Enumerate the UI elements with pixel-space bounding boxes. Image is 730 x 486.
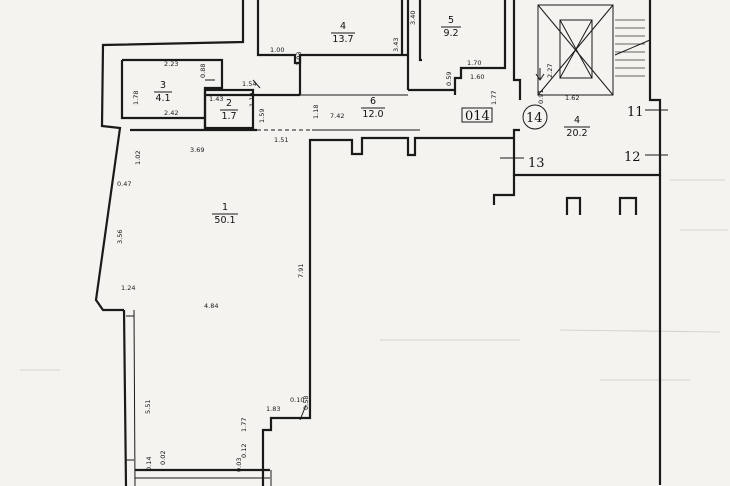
dimension-label: 1.00 <box>270 46 284 54</box>
dimension-label: 2.27 <box>546 64 554 78</box>
dimension-label: 1.51 <box>274 136 288 144</box>
dimension-label: 3.40 <box>409 11 417 25</box>
dimension-label: 1.60 <box>470 73 484 81</box>
room-4-number: 4 <box>340 21 346 32</box>
dimension-label: 2.42 <box>164 109 178 117</box>
marker-13: 13 <box>528 156 545 171</box>
walls <box>94 0 668 486</box>
dimension-label: 4.84 <box>204 302 218 310</box>
room-stair-number: 4 <box>574 115 580 126</box>
room-3-area: 4.1 <box>155 93 170 104</box>
room-6: 6 12.0 <box>361 96 385 120</box>
dimension-labels: 1.00 1.03 3.43 3.40 1.70 0.59 1.60 2.23 … <box>116 11 579 472</box>
room-2-number: 2 <box>226 98 232 109</box>
dimension-label: 5.51 <box>144 400 152 414</box>
tag-014: 014 <box>465 109 490 124</box>
dimension-label: 0.14 <box>145 457 153 471</box>
room-5-area: 9.2 <box>443 28 458 39</box>
dimension-label: 0.10 <box>290 396 304 404</box>
dimension-label: 1.02 <box>134 151 142 165</box>
room-1-area: 50.1 <box>214 215 235 226</box>
dimension-label: 1.83 <box>266 405 280 413</box>
dimension-label: 1.59 <box>258 109 266 123</box>
dimension-label: 1.77 <box>490 91 498 105</box>
dimension-label: 0.02 <box>159 451 167 465</box>
dimension-label: 3.69 <box>190 146 204 154</box>
dimension-label: 1.54 <box>242 80 256 88</box>
scan-noise <box>20 179 728 381</box>
dimension-label: 1.03 <box>295 52 303 66</box>
room-6-area: 12.0 <box>362 109 383 120</box>
dimension-label: 1.24 <box>121 284 135 292</box>
room-stair-area: 20.2 <box>566 128 587 139</box>
dimension-label: 0.91 <box>537 90 545 104</box>
dimension-label: 1.78 <box>132 91 140 105</box>
room-2: 2 1.7 <box>220 98 238 122</box>
dimension-label: 0.58 <box>302 396 310 410</box>
dimension-label: 3.43 <box>392 38 400 52</box>
room-3: 3 4.1 <box>154 80 172 104</box>
dimension-label: 0.88 <box>199 64 207 78</box>
marker-11: 11 <box>627 105 644 120</box>
dimension-label: 2.23 <box>164 60 178 68</box>
dimension-label: 1.43 <box>209 95 223 103</box>
dimension-label: 3.56 <box>116 230 124 244</box>
room-stair: 4 20.2 <box>564 115 590 139</box>
room-1-number: 1 <box>222 202 228 213</box>
room-6-number: 6 <box>370 96 376 107</box>
dimension-label: 7.91 <box>297 264 305 278</box>
circle-marker-label: 14 <box>526 111 543 126</box>
markers: 014 14 11 12 13 <box>461 104 644 171</box>
dimension-label: 7.42 <box>330 112 344 120</box>
dimension-label: 0.47 <box>117 180 131 188</box>
dimension-label: 1.19 <box>248 93 256 107</box>
room-5: 5 9.2 <box>441 15 461 39</box>
dimension-label: 1.70 <box>467 59 481 67</box>
room-4-area: 13.7 <box>332 34 353 45</box>
dimension-label: 0.12 <box>240 444 248 458</box>
room-3-number: 3 <box>160 80 166 91</box>
tag-box <box>461 107 493 123</box>
circle-marker <box>522 104 548 130</box>
dimension-label: 1.77 <box>240 418 248 432</box>
dimension-label: 0.59 <box>445 72 453 86</box>
marker-12: 12 <box>624 150 641 165</box>
room-5-number: 5 <box>448 15 454 26</box>
room-2-area: 1.7 <box>221 111 236 122</box>
room-1: 1 50.1 <box>212 202 238 226</box>
room-labels: 1 50.1 2 1.7 3 4.1 4 13.7 5 9.2 6 12.0 <box>154 15 590 226</box>
room-4: 4 13.7 <box>331 21 355 45</box>
dimension-label: 1.62 <box>565 94 579 102</box>
dimension-label: 1.18 <box>312 105 320 119</box>
dimension-label: 0.03 <box>235 458 243 472</box>
